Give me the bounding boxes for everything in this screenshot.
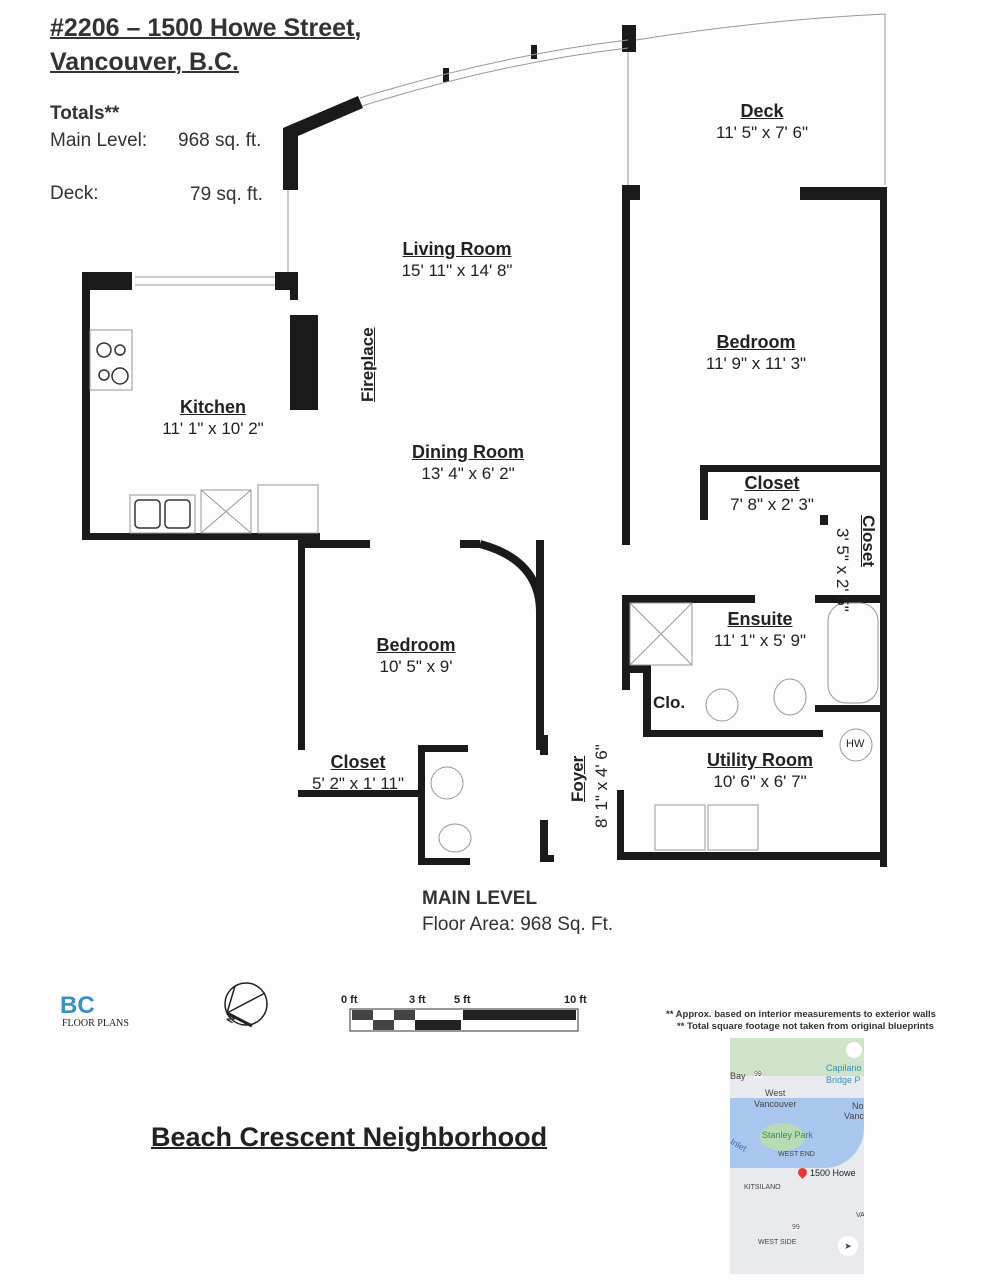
map-label: 99 [792, 1224, 800, 1231]
dryer [707, 804, 759, 851]
location-map[interactable]: Bay 99 Capilano Bridge P West Vancouver … [730, 1038, 864, 1274]
window-mullion [443, 68, 449, 82]
level-area: Floor Area: 968 Sq. Ft. [422, 914, 614, 935]
bathtub [827, 602, 879, 704]
hw-label: HW [846, 738, 865, 750]
note-2: ** Total square footage not taken from o… [677, 1021, 934, 1032]
bc-logo: BC [60, 992, 95, 1019]
location-pin-icon[interactable] [796, 1166, 809, 1179]
map-label: WEST SIDE [758, 1239, 797, 1246]
ensuite-toilet [773, 678, 807, 716]
scale-3: 3 ft [409, 994, 426, 1006]
map-label: Stanley Park [762, 1130, 814, 1140]
map-label: Bay [730, 1071, 746, 1081]
deck-label: Deck: [50, 183, 99, 204]
map-label: Vancouver [754, 1099, 797, 1109]
level-name: MAIN LEVEL [422, 888, 538, 909]
stove [89, 329, 133, 391]
fireplace [290, 315, 318, 410]
main-level-label: Main Level: [50, 130, 148, 151]
map-label: Vanc [844, 1111, 864, 1121]
foyer-label: Foyer [568, 755, 587, 802]
totals-label: Totals** [50, 103, 120, 124]
bc-logo-sub: FLOOR PLANS [62, 1018, 129, 1029]
hot-water-tank [839, 728, 873, 762]
deck-value: 79 sq. ft. [190, 184, 263, 205]
map-label: Bridge P [826, 1075, 861, 1085]
dishwasher [200, 489, 252, 534]
address-line1: #2206 – 1500 Howe Street, [50, 14, 362, 42]
bathroom-toilet [438, 823, 472, 853]
closet-side-dims: 3' 5" x 2' 5" [833, 528, 852, 612]
scale-0: 0 ft [341, 994, 358, 1006]
layers-button[interactable] [846, 1042, 862, 1058]
map-label: West [765, 1088, 786, 1098]
room-clo: Clo. [653, 693, 686, 712]
shower [629, 602, 693, 666]
my-location-button[interactable]: ➤ [838, 1236, 858, 1256]
scale-5: 5 ft [454, 994, 471, 1006]
map-label: No [852, 1101, 864, 1111]
address-line2: Vancouver, B.C. [50, 48, 239, 76]
bathroom-sink [430, 766, 464, 800]
scale-10: 10 ft [564, 994, 587, 1006]
foyer-dims: 8' 1" x 4' 6" [592, 744, 611, 828]
map-label: WEST END [778, 1151, 815, 1158]
map-label: KITSILANO [744, 1184, 781, 1191]
map-label: Capilano [826, 1063, 862, 1073]
fireplace-label: Fireplace [358, 327, 377, 402]
window-mullion [531, 45, 537, 59]
ensuite-sink [705, 688, 739, 722]
map-label: 99 [754, 1071, 762, 1078]
map-label: 1500 Howe [810, 1168, 856, 1178]
window [359, 39, 629, 99]
map-label: VA [856, 1212, 864, 1219]
neighborhood-title: Beach Crescent Neighborhood [151, 1122, 548, 1152]
deck-railing [635, 13, 886, 185]
note-1: ** Approx. based on interior measurement… [666, 1009, 936, 1020]
washer [654, 804, 706, 851]
main-level-value: 968 sq. ft. [178, 130, 262, 151]
closet-side-label: Closet [859, 515, 878, 567]
sink [129, 494, 196, 534]
column [622, 25, 636, 52]
angled-wall [283, 96, 363, 190]
